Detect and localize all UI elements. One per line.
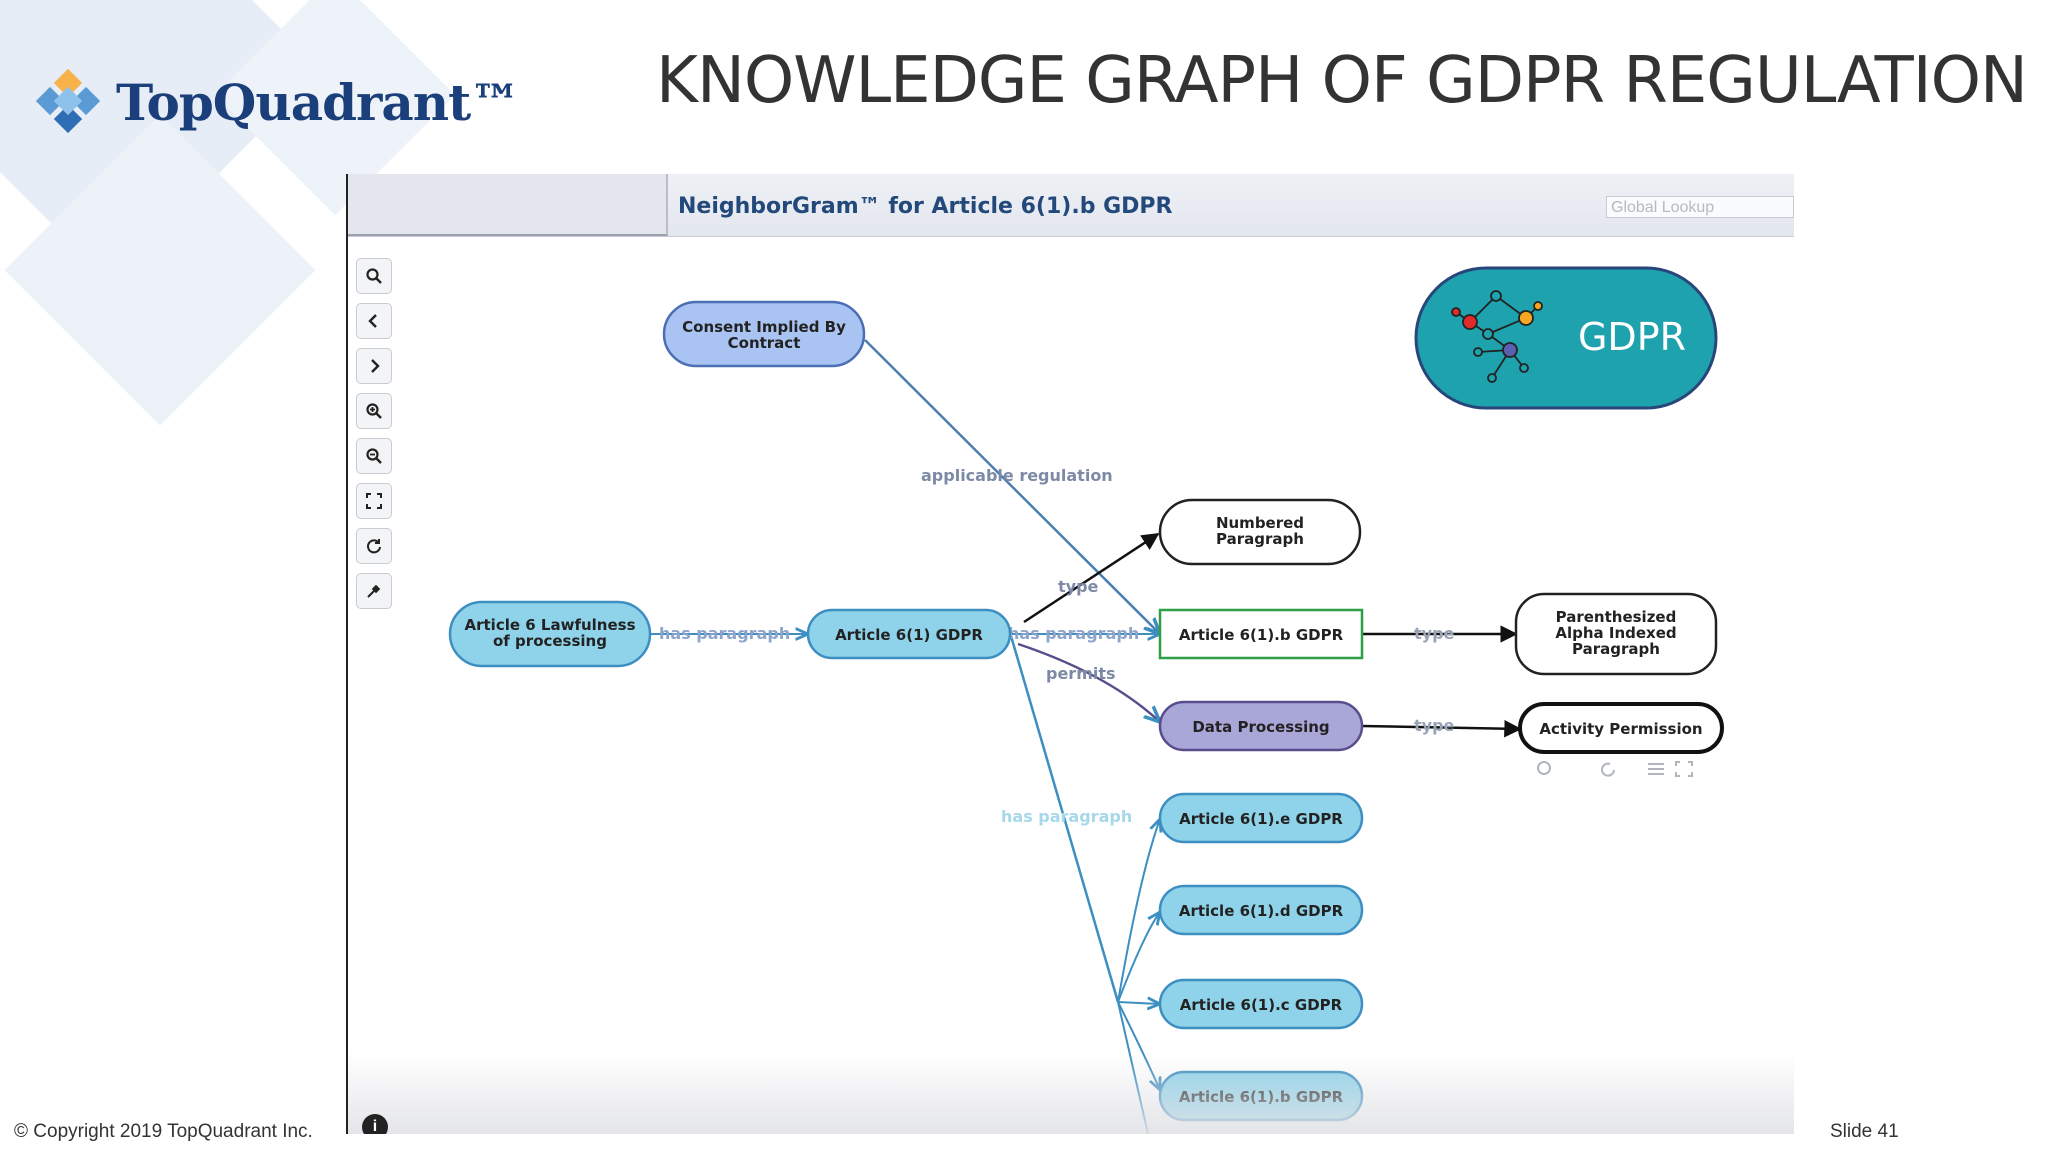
graph-nodes: Consent Implied By Contract Article 6 La… bbox=[448, 300, 1724, 1122]
app-header: NeighborGram™ for Article 6(1).b GDPR Gl… bbox=[348, 174, 1794, 237]
gdpr-badge-label: GDPR bbox=[1578, 315, 1686, 359]
node-numbered-paragraph[interactable]: Numbered Paragraph bbox=[1158, 498, 1362, 566]
reload-node-icon[interactable] bbox=[1601, 762, 1615, 777]
edge-label-has-paragraph-3: has paragraph bbox=[1001, 807, 1132, 826]
node-label: Article 6(1).b GDPR bbox=[1179, 1088, 1344, 1106]
slide-title: KNOWLEDGE GRAPH OF GDPR REGULATION bbox=[656, 44, 2028, 118]
node-label: Activity Permission bbox=[1539, 720, 1702, 738]
global-lookup-input[interactable]: Global Lookup bbox=[1606, 196, 1794, 218]
edge-label-permits: permits bbox=[1046, 664, 1116, 683]
search-icon bbox=[366, 268, 382, 284]
node-parenthesized-alpha-indexed-paragraph[interactable]: Parenthesized Alpha Indexed Paragraph bbox=[1514, 592, 1718, 676]
edge-has-paragraph-d bbox=[1117, 912, 1160, 1003]
edge-has-paragraph-e bbox=[1117, 819, 1160, 1003]
refresh-button[interactable] bbox=[356, 528, 392, 564]
edge-applicable-regulation bbox=[864, 339, 1160, 634]
neighborgram-title: NeighborGram™ for Article 6(1).b GDPR bbox=[678, 194, 1173, 219]
header-left-panel bbox=[348, 174, 668, 236]
node-label-line: Paragraph bbox=[1216, 530, 1304, 548]
pin-icon bbox=[367, 584, 381, 598]
node-label: Article 6(1) GDPR bbox=[835, 626, 983, 644]
edge-type-activity bbox=[1361, 719, 1522, 738]
edge-has-paragraph-below bbox=[1117, 1001, 1149, 1134]
network-icon bbox=[1451, 290, 1543, 383]
search-button[interactable] bbox=[356, 258, 392, 294]
node-consent-implied-by-contract[interactable]: Consent Implied By Contract bbox=[662, 300, 866, 368]
node-label-line: Paragraph bbox=[1572, 640, 1660, 658]
slide-number: Slide 41 bbox=[1830, 1121, 1899, 1142]
node-article-6-1-b-selected[interactable]: Article 6(1).b GDPR bbox=[1158, 608, 1364, 660]
edge-has-paragraph-c bbox=[1117, 1002, 1160, 1004]
edge-type-numbered bbox=[1023, 532, 1160, 624]
node-action-icons bbox=[1537, 761, 1693, 777]
forward-button[interactable] bbox=[356, 348, 392, 384]
edge-labels: applicable regulation has paragraph has … bbox=[659, 466, 1455, 826]
graph-edges bbox=[651, 339, 1522, 1134]
node-activity-permission[interactable]: Activity Permission bbox=[1518, 702, 1724, 754]
zoom-in-button[interactable] bbox=[356, 393, 392, 429]
fullscreen-node-icon[interactable] bbox=[1675, 761, 1693, 777]
edge-label-type-2: type bbox=[1414, 624, 1455, 643]
fit-screen-button[interactable] bbox=[356, 483, 392, 519]
node-label: Article 6(1).b GDPR bbox=[1179, 626, 1344, 644]
fit-screen-icon bbox=[366, 493, 382, 509]
edge-label-has-paragraph-2: has paragraph bbox=[1008, 624, 1139, 643]
node-label: Article 6(1).c GDPR bbox=[1180, 996, 1343, 1014]
topquadrant-logo: TopQuadrant™ bbox=[36, 62, 520, 142]
node-article-6-1-e[interactable]: Article 6(1).e GDPR bbox=[1158, 792, 1364, 844]
logo-diamond-icon bbox=[36, 69, 101, 134]
zoom-in-icon bbox=[366, 403, 382, 419]
gdpr-badge: GDPR bbox=[1414, 266, 1718, 410]
node-article-6-1-c[interactable]: Article 6(1).c GDPR bbox=[1158, 978, 1364, 1030]
node-data-processing[interactable]: Data Processing bbox=[1158, 700, 1364, 752]
node-label-line: Numbered bbox=[1216, 514, 1304, 532]
node-label-line: Contract bbox=[728, 334, 801, 352]
knowledge-graph: applicable regulation has paragraph has … bbox=[448, 266, 1724, 1134]
back-button[interactable] bbox=[356, 303, 392, 339]
node-label-line: Article 6 Lawfulness bbox=[465, 616, 636, 634]
zoom-out-button[interactable] bbox=[356, 438, 392, 474]
node-article-6-lawfulness[interactable]: Article 6 Lawfulness of processing bbox=[448, 600, 652, 668]
node-label: Article 6(1).d GDPR bbox=[1179, 902, 1344, 920]
zoom-out-icon bbox=[366, 448, 382, 464]
expand-node-icon[interactable] bbox=[1537, 761, 1551, 775]
node-label-line: Consent Implied By bbox=[682, 318, 846, 336]
edge-has-paragraph-trunk bbox=[1009, 635, 1120, 1003]
graph-toolbar bbox=[356, 258, 392, 618]
edge-label-has-paragraph: has paragraph bbox=[659, 624, 790, 643]
node-label-line: of processing bbox=[493, 632, 607, 650]
pin-button[interactable] bbox=[356, 573, 392, 609]
edge-label-type-1: type bbox=[1058, 577, 1099, 596]
settings-node-icon[interactable] bbox=[1648, 763, 1664, 775]
node-label-line: Parenthesized bbox=[1556, 608, 1677, 626]
edge-permits bbox=[1017, 642, 1160, 722]
node-article-6-1[interactable]: Article 6(1) GDPR bbox=[806, 608, 1012, 660]
logo-text: TopQuadrant™ bbox=[116, 72, 520, 132]
copyright-text: © Copyright 2019 TopQuadrant Inc. bbox=[14, 1121, 313, 1142]
chevron-left-icon bbox=[368, 314, 377, 328]
edge-label-type-3: type bbox=[1414, 716, 1455, 735]
node-article-6-1-b[interactable]: Article 6(1).b GDPR bbox=[1158, 1070, 1364, 1122]
chevron-right-icon bbox=[371, 359, 380, 373]
info-icon[interactable]: i bbox=[362, 1114, 388, 1134]
refresh-icon bbox=[367, 539, 381, 554]
node-article-6-1-d[interactable]: Article 6(1).d GDPR bbox=[1158, 884, 1364, 936]
node-label-line: Alpha Indexed bbox=[1555, 624, 1676, 642]
node-label: Data Processing bbox=[1192, 718, 1329, 736]
neighborgram-screenshot: NeighborGram™ for Article 6(1).b GDPR Gl… bbox=[346, 174, 1794, 1134]
edge-label-applicable-regulation: applicable regulation bbox=[921, 466, 1113, 485]
edge-has-paragraph-b bbox=[1117, 1001, 1160, 1090]
node-label: Article 6(1).e GDPR bbox=[1179, 810, 1343, 828]
